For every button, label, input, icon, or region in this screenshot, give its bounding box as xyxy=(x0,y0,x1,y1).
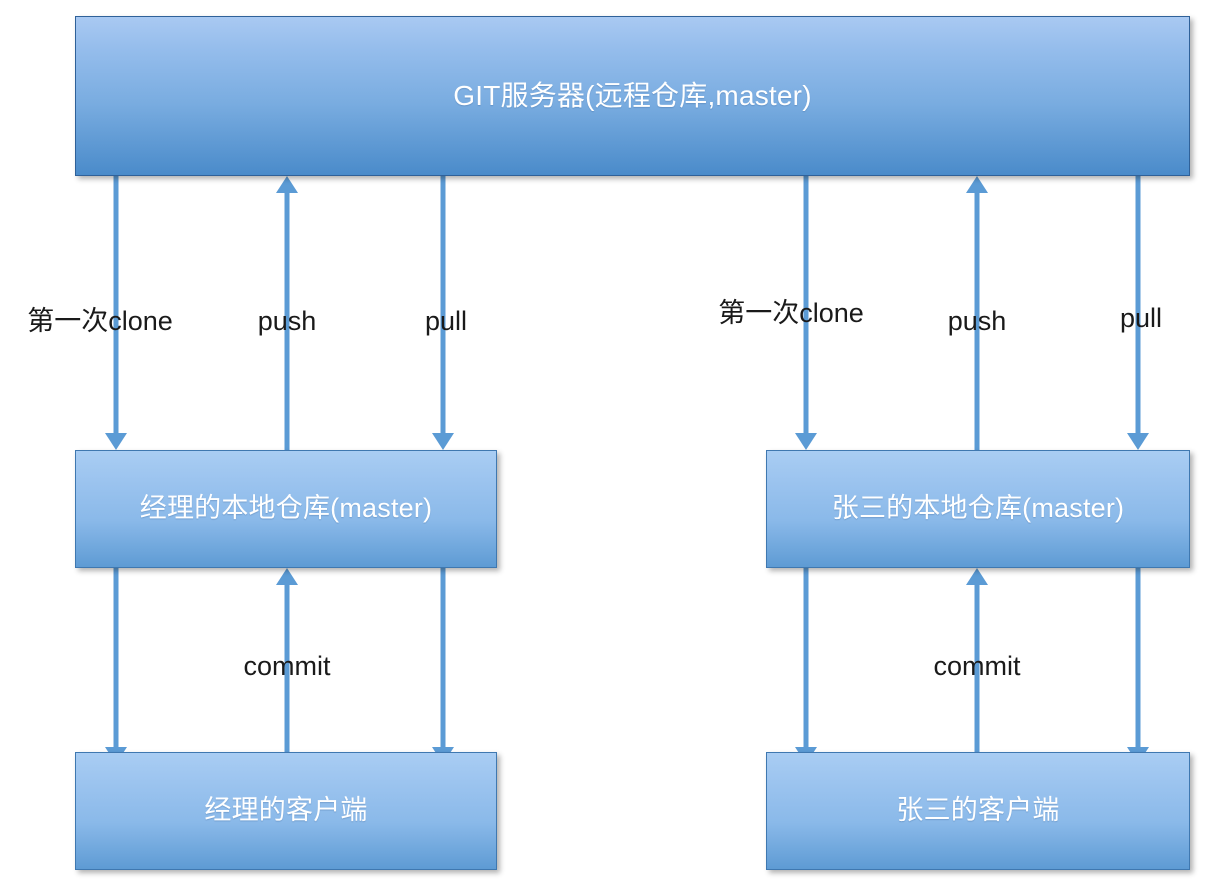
arrow-right-clone-upper xyxy=(794,176,818,450)
arrow-left-clone-upper xyxy=(104,176,128,450)
node-left-client[interactable]: 经理的客户端 xyxy=(75,752,497,870)
arrow-shaft xyxy=(974,188,980,450)
arrow-head-up-icon xyxy=(276,176,298,193)
arrow-head-down-icon xyxy=(105,433,127,450)
node-git-server[interactable]: GIT服务器(远程仓库,master) xyxy=(75,16,1190,176)
arrow-shaft xyxy=(284,580,290,764)
arrow-right-pull-upper xyxy=(1126,176,1150,450)
node-git-server-label: GIT服务器(远程仓库,master) xyxy=(453,79,812,111)
edge-label-right-clone: 第一次clone xyxy=(718,298,864,328)
edge-label-right-pull: pull xyxy=(1119,303,1163,333)
arrow-head-up-icon xyxy=(966,176,988,193)
edge-label-left-commit: commit xyxy=(243,651,331,681)
node-left-local-repo-label: 经理的本地仓库(master) xyxy=(139,493,433,524)
arrow-shaft xyxy=(440,176,446,438)
arrow-shaft xyxy=(440,568,446,752)
node-left-local-repo[interactable]: 经理的本地仓库(master) xyxy=(75,450,497,568)
arrow-left-pull-upper xyxy=(431,176,455,450)
arrow-shaft xyxy=(284,188,290,450)
arrow-head-down-icon xyxy=(1127,433,1149,450)
arrow-shaft xyxy=(803,176,809,438)
edge-label-left-clone: 第一次clone xyxy=(27,306,173,336)
arrow-right-commit xyxy=(965,568,989,764)
node-right-local-repo[interactable]: 张三的本地仓库(master) xyxy=(766,450,1190,568)
node-right-client[interactable]: 张三的客户端 xyxy=(766,752,1190,870)
edge-label-right-commit: commit xyxy=(933,651,1021,681)
arrow-right-push xyxy=(965,176,989,450)
node-left-client-label: 经理的客户端 xyxy=(204,795,368,826)
arrow-head-down-icon xyxy=(432,433,454,450)
arrow-left-clone-lower xyxy=(104,568,128,764)
arrow-shaft xyxy=(1135,568,1141,752)
arrow-left-pull-lower xyxy=(431,568,455,764)
arrow-head-up-icon xyxy=(966,568,988,585)
arrow-head-up-icon xyxy=(276,568,298,585)
arrow-shaft xyxy=(974,580,980,764)
arrow-left-push xyxy=(275,176,299,450)
node-right-client-label: 张三的客户端 xyxy=(896,795,1060,826)
edge-label-left-pull: pull xyxy=(424,306,468,336)
arrow-shaft xyxy=(113,568,119,752)
edge-label-left-push: push xyxy=(257,306,317,336)
arrow-shaft xyxy=(1135,176,1141,438)
node-right-local-repo-label: 张三的本地仓库(master) xyxy=(831,493,1125,524)
arrow-left-commit xyxy=(275,568,299,764)
arrow-shaft xyxy=(113,176,119,438)
arrow-shaft xyxy=(803,568,809,752)
edge-label-right-push: push xyxy=(947,306,1007,336)
arrow-head-down-icon xyxy=(795,433,817,450)
arrow-right-pull-lower xyxy=(1126,568,1150,764)
arrow-right-clone-lower xyxy=(794,568,818,764)
